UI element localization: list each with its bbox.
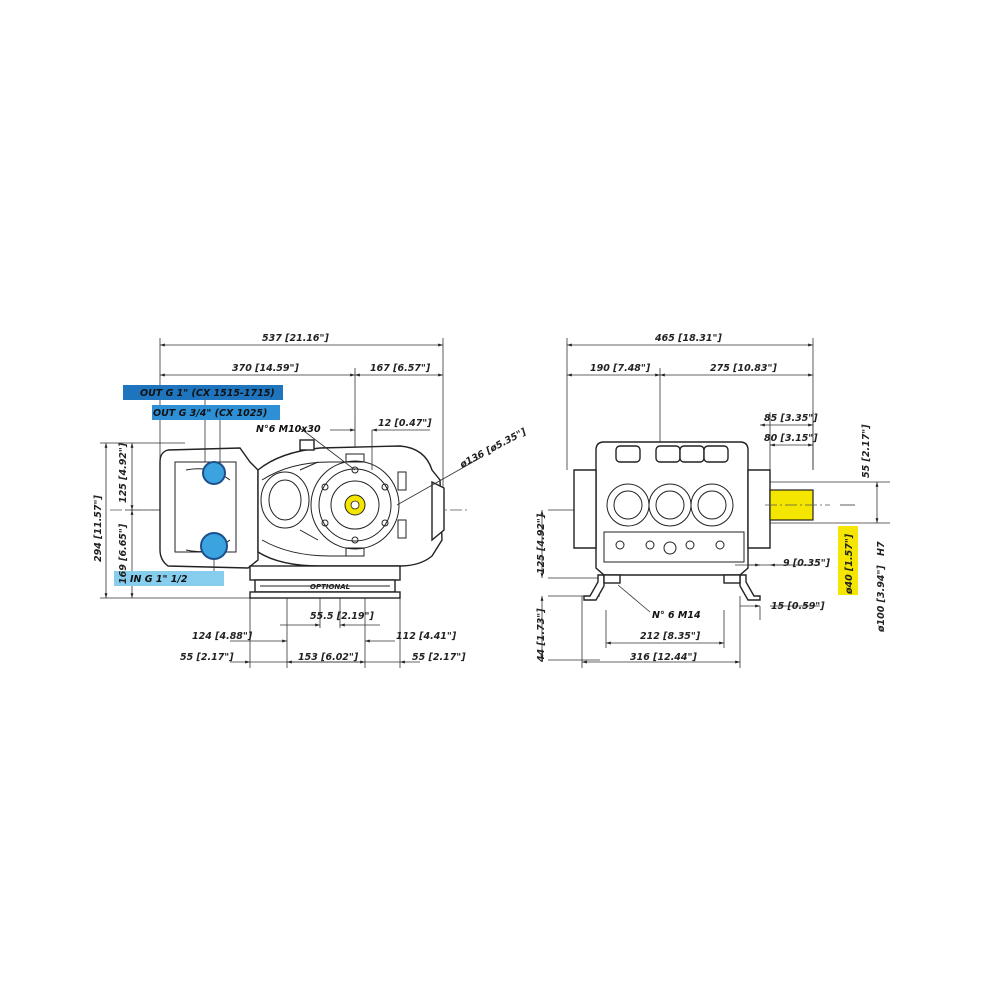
- dim-80: 80 [3.15"]: [764, 433, 818, 444]
- dim-294: 294 [11.57"]: [93, 495, 104, 562]
- optional-label: OPTIONAL: [310, 583, 350, 591]
- dim-167: 167 [6.57"]: [370, 363, 431, 374]
- dim-124: 124 [4.88"]: [192, 631, 253, 642]
- dim-112: 112 [4.41"]: [396, 631, 457, 642]
- front-pump-body: [573, 441, 830, 601]
- dim-275: 275 [10.83"]: [710, 363, 777, 374]
- dim-169: 169 [6.65"]: [118, 523, 129, 584]
- tolerance-h7: H7: [876, 541, 887, 556]
- dim-12: 12 [0.47"]: [378, 418, 432, 429]
- dim-55-front: 55 [2.17"]: [861, 424, 872, 478]
- front-view: ø40 [1.57"] N° 6 M14 H7 465 [18.31"] 190…: [536, 333, 890, 668]
- dim-44: 44 [1.73"]: [536, 608, 547, 663]
- outlet-g1-label: OUT G 1" (CX 1515-1715): [140, 388, 275, 399]
- dim-125: 125 [4.92"]: [118, 442, 129, 503]
- side-bolts-label: N°6 M10x30: [256, 424, 321, 435]
- front-dimension-lines: [540, 343, 879, 664]
- outlet-g34-label: OUT G 3/4" (CX 1025): [153, 408, 267, 419]
- inlet-highlight: [114, 571, 224, 586]
- dim-9: 9 [0.35"]: [783, 558, 831, 569]
- dim-465: 465 [18.31"]: [654, 333, 722, 344]
- dim-55-right: 55 [2.17"]: [412, 652, 466, 663]
- dim-15: 15 [0.59"]: [771, 601, 825, 612]
- dim-diameter-100: ø100 [3.94"]: [876, 565, 887, 633]
- dim-55-left: 55 [2.17"]: [180, 652, 234, 663]
- front-bolts-label: N° 6 M14: [652, 610, 701, 621]
- outlet-port: [202, 461, 226, 485]
- dim-85: 85 [3.35"]: [764, 413, 818, 424]
- dim-190: 190 [7.48"]: [590, 363, 651, 374]
- dim-diameter-136: ø136 [ø5.35"]: [457, 426, 528, 471]
- dim-diameter-40: ø40 [1.57"]: [844, 533, 855, 595]
- dim-537: 537 [21.16"]: [262, 333, 329, 344]
- side-pump-body: [159, 439, 445, 599]
- dim-212: 212 [8.35"]: [640, 631, 701, 642]
- side-view: OUT G 1" (CX 1515-1715) OUT G 3/4" (CX 1…: [93, 333, 529, 668]
- inlet-port: [200, 532, 228, 560]
- dim-370: 370 [14.59"]: [232, 363, 299, 374]
- inlet-label: IN G 1" 1/2: [130, 574, 188, 585]
- outlet-g34-highlight: [152, 405, 280, 420]
- side-dimension-lines: [104, 343, 481, 664]
- dim-125-front: 125 [4.92"]: [536, 513, 547, 574]
- outlet-g1-highlight: [123, 385, 283, 400]
- dim-316: 316 [12.44"]: [630, 652, 697, 663]
- shaft-diameter-highlight: [838, 526, 858, 595]
- dim-55-5: 55.5 [2.19"]: [310, 611, 374, 622]
- front-extension-lines: [548, 338, 890, 668]
- dim-153: 153 [6.02"]: [298, 652, 359, 663]
